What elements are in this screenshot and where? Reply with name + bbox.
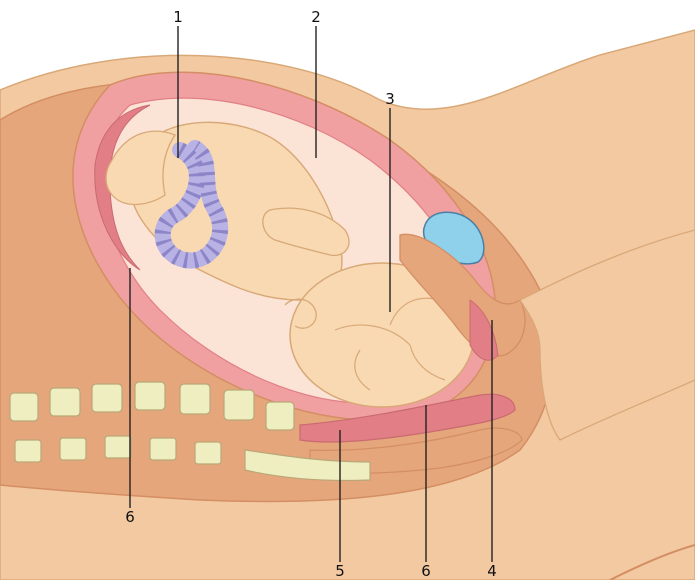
vertebra-lower <box>150 438 176 460</box>
label-membranes-lower: 6 <box>421 562 431 580</box>
vertebra-lower <box>15 440 41 462</box>
vertebra <box>10 393 38 421</box>
label-uterine-wall: 2 <box>311 8 321 26</box>
vertebra <box>224 390 254 420</box>
label-cervix: 4 <box>487 562 497 580</box>
vertebra <box>180 384 210 414</box>
label-umbilical-cord: 1 <box>173 8 183 26</box>
vertebra-lower <box>195 442 221 464</box>
vertebra <box>135 382 165 410</box>
label-membranes-upper: 6 <box>125 508 135 526</box>
vertebra <box>92 384 122 412</box>
vertebra <box>266 402 294 430</box>
label-fetal-head: 3 <box>385 90 395 108</box>
label-vagina: 5 <box>335 562 345 580</box>
vertebra <box>50 388 80 416</box>
vertebra-lower <box>60 438 86 460</box>
vertebra-lower <box>105 436 131 458</box>
